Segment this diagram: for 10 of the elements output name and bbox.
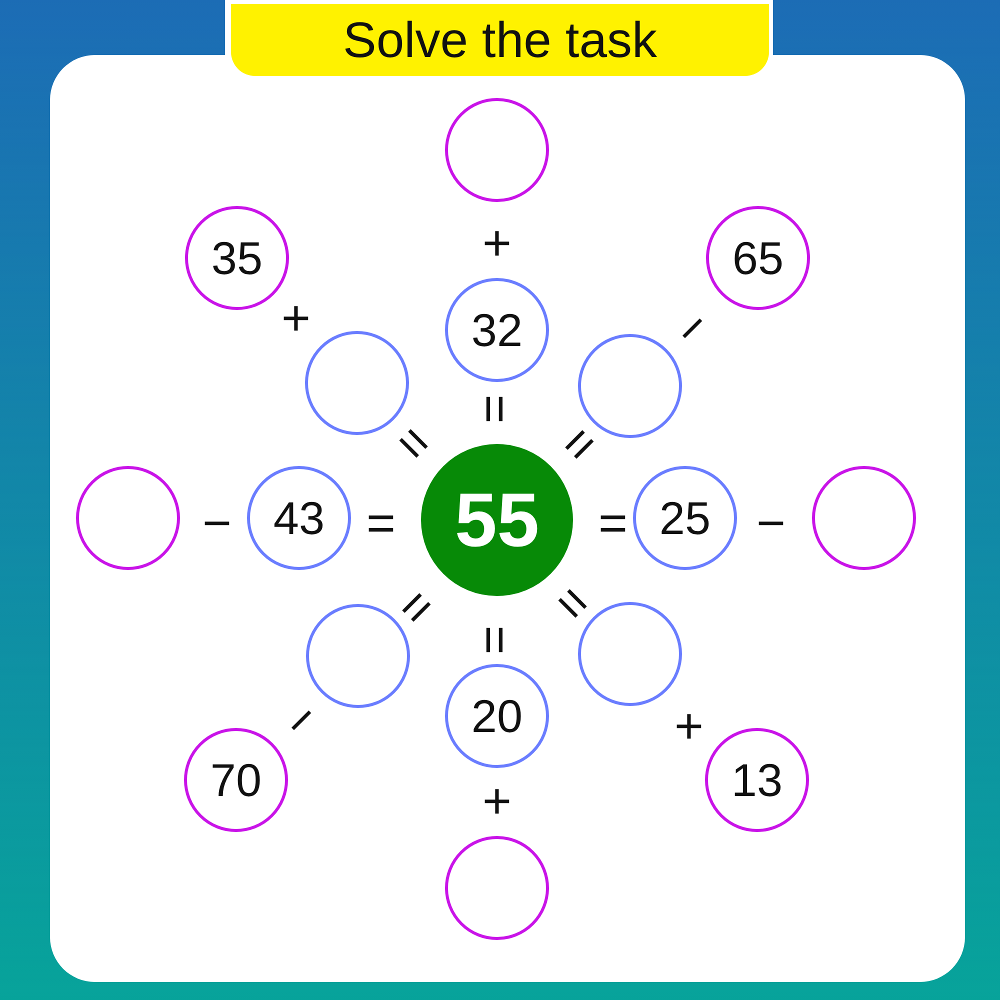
operator-sign: = (598, 498, 628, 548)
operator-sign: + (674, 701, 704, 751)
operator-sign: = (470, 625, 520, 655)
title-banner: Solve the task (231, 4, 769, 76)
operator-sign: = (366, 498, 396, 548)
operator-sign: + (482, 218, 512, 268)
operator-sign: − (756, 498, 786, 548)
operator-sign: + (482, 776, 512, 826)
operator-sign: − (202, 498, 232, 548)
operator-sign: = (470, 394, 520, 424)
